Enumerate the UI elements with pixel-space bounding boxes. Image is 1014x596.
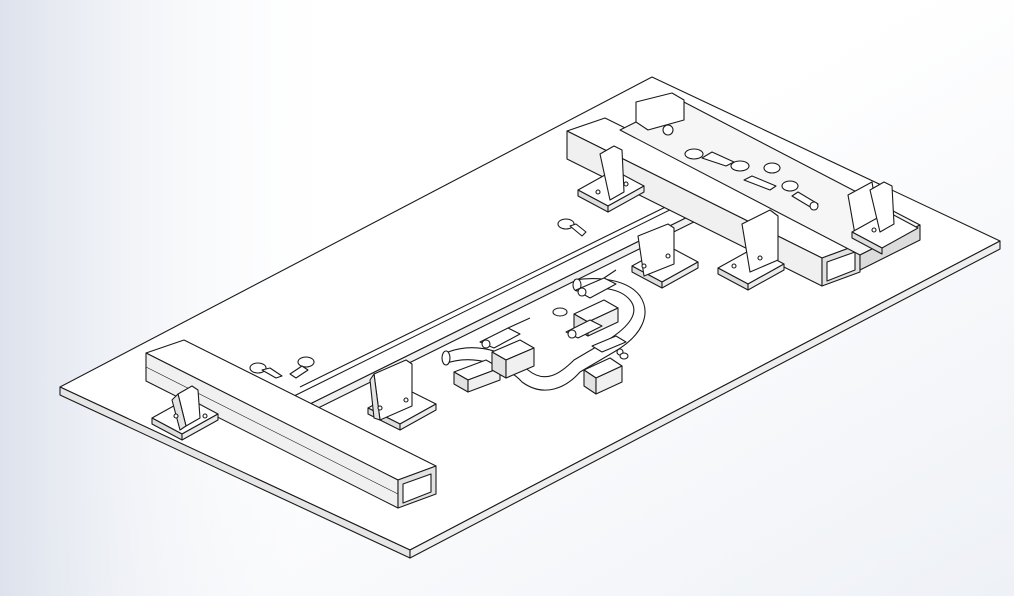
rear-clamp-cluster[interactable] [684, 148, 819, 211]
clamp-block-center[interactable] [491, 339, 535, 379]
support-bracket-center-mid[interactable] [631, 223, 699, 289]
support-bracket-rear-left[interactable] [577, 145, 645, 213]
toggle-clamp-3[interactable] [565, 319, 603, 339]
clamp-block-right[interactable] [583, 357, 623, 395]
swing-clamp-mid[interactable] [552, 307, 629, 360]
swing-clamp-front-left[interactable] [249, 356, 315, 379]
support-bracket-rear-mid[interactable] [717, 209, 785, 291]
swing-clamp-center[interactable] [557, 218, 587, 237]
toggle-clamp-2[interactable] [575, 269, 617, 299]
support-bracket-front-left[interactable] [151, 385, 219, 441]
support-bracket-rear-right[interactable] [851, 181, 919, 255]
front-square-tube[interactable] [145, 339, 437, 509]
support-bracket-center-front[interactable] [367, 359, 437, 431]
toggle-clamp-1[interactable] [479, 317, 531, 349]
clamp-block-left[interactable] [453, 359, 501, 393]
